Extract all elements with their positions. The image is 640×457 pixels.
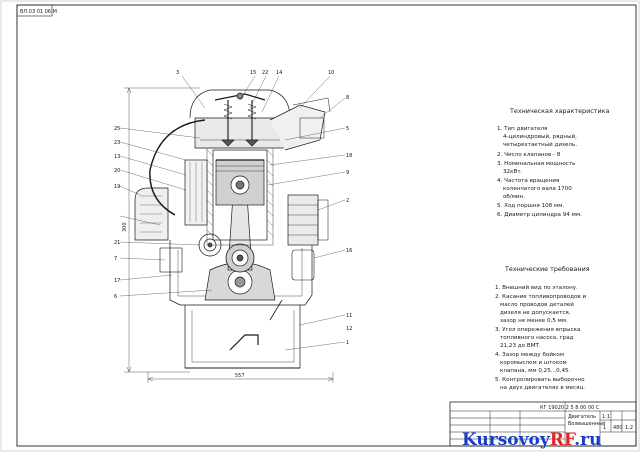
spec-line: 2. Число клапанов - 8 bbox=[497, 152, 561, 158]
callout-number: 8 bbox=[346, 95, 349, 101]
requirements-list: 1. Внешний вид по эталону. 2. Касание то… bbox=[495, 284, 587, 391]
dim-width: 557 bbox=[235, 373, 245, 379]
callout-number: 13 bbox=[114, 154, 120, 160]
req-line: топливного насоса, град bbox=[500, 335, 574, 341]
callout-number: 5 bbox=[346, 126, 349, 132]
engine-section-view bbox=[134, 89, 331, 369]
leader-lines bbox=[119, 75, 346, 351]
spec-line: 4. Частота вращения bbox=[497, 178, 559, 184]
spec-line: коленчатого вала 1700 bbox=[503, 186, 572, 192]
req-line: дизеля не допускается, bbox=[500, 310, 571, 316]
dim-height: 300 bbox=[122, 222, 128, 232]
spec-line: 3. Номинальная мощность bbox=[497, 161, 575, 167]
callout-number: 6 bbox=[114, 294, 117, 300]
spec-line: 5. Ход поршня 108 мм. bbox=[497, 203, 564, 209]
callout-number: 1 bbox=[346, 340, 349, 346]
corner-code: ВЛ.03 01 06.М bbox=[20, 9, 57, 15]
title-block bbox=[449, 401, 637, 447]
callout-number: 22 bbox=[262, 70, 268, 76]
watermark-part3: .ru bbox=[574, 430, 601, 450]
spec-line: 6. Диаметр цилиндра 94 мм. bbox=[497, 212, 582, 218]
callout-number: 25 bbox=[114, 126, 120, 132]
callout-number: 12 bbox=[346, 326, 352, 332]
spec-line: 4-цилиндровый, рядный, bbox=[503, 133, 577, 140]
callout-number: 23 bbox=[114, 140, 120, 146]
req-line: клапана, мм 0,25...0,45. bbox=[500, 368, 571, 374]
spec-line: об/мин. bbox=[503, 194, 525, 200]
crankcase bbox=[169, 235, 313, 306]
req-line: 4. Зазор между бойком bbox=[495, 351, 564, 358]
inner-frame bbox=[16, 4, 637, 447]
req-line: 5. Контролировать выборочно bbox=[495, 377, 585, 383]
callout-number: 15 bbox=[250, 70, 256, 76]
corner-code-box bbox=[16, 4, 53, 17]
callout-number: 11 bbox=[346, 313, 352, 319]
specs-title: Техническая характеристика bbox=[509, 107, 609, 115]
doc-code: КГ 19020 2 5 8 00 00 С bbox=[540, 405, 600, 411]
callout-numbers: 3 15 22 14 10 8 5 25 23 13 20 19 18 9 2 … bbox=[114, 70, 352, 346]
mass-value: 480 bbox=[613, 425, 623, 431]
spec-line: четырехтактный дизель. bbox=[503, 141, 577, 148]
oil-pipe bbox=[149, 119, 206, 216]
req-line: масло проводов деталей bbox=[500, 301, 574, 308]
spec-line: 1. Тип двигателя bbox=[497, 126, 547, 132]
callout-number: 3 bbox=[176, 70, 179, 76]
product-name-1: Двигатель bbox=[568, 414, 596, 420]
scale-value: 1:2 bbox=[625, 425, 633, 431]
cylinder bbox=[212, 149, 268, 241]
callout-number: 20 bbox=[114, 168, 120, 174]
callout-number: 18 bbox=[346, 153, 352, 159]
watermark-part1: Kursovoy bbox=[462, 430, 551, 450]
req-line: 21,23 до ВМТ. bbox=[500, 343, 541, 349]
req-line: коромыслом и штоком bbox=[500, 360, 567, 366]
callout-number: 14 bbox=[276, 70, 282, 76]
rocker-cover bbox=[189, 89, 291, 119]
requirements-title: Технические требования bbox=[504, 265, 590, 273]
intake-manifold bbox=[269, 104, 326, 151]
product-name-2: Возвышенный bbox=[568, 420, 605, 427]
callout-number: 10 bbox=[328, 70, 334, 76]
req-line: 3. Угол опережения впрыска bbox=[495, 327, 580, 333]
callout-number: 16 bbox=[346, 248, 352, 254]
callout-number: 2 bbox=[346, 198, 349, 204]
callout-number: 17 bbox=[114, 278, 120, 284]
sheet-number: 1 bbox=[603, 425, 606, 431]
req-line: на двух двигателях в месяц. bbox=[500, 385, 585, 391]
callout-number: 21 bbox=[114, 240, 120, 246]
svg-text:KursovoyRF.ru: KursovoyRF.ru bbox=[462, 430, 601, 450]
callout-number: 7 bbox=[114, 256, 117, 262]
sheet-label: 1:1 bbox=[602, 414, 610, 420]
spec-line: 32кВт. bbox=[503, 169, 523, 175]
callout-number: 9 bbox=[346, 170, 349, 176]
req-line: зазор не менее 0,5 мм. bbox=[500, 318, 568, 324]
req-line: 1. Внешний вид по эталону. bbox=[495, 284, 578, 291]
callout-number: 19 bbox=[114, 184, 120, 190]
watermark-logo: KursovoyRF.ru bbox=[462, 430, 601, 450]
dimension-lines bbox=[124, 87, 334, 383]
req-line: 2. Касание топливопроводов и bbox=[495, 294, 587, 300]
specs-list: 1. Тип двигателя 4-цилиндровый, рядный, … bbox=[497, 126, 582, 218]
watermark-part2: RF bbox=[550, 430, 576, 450]
injection-pump bbox=[287, 194, 319, 246]
